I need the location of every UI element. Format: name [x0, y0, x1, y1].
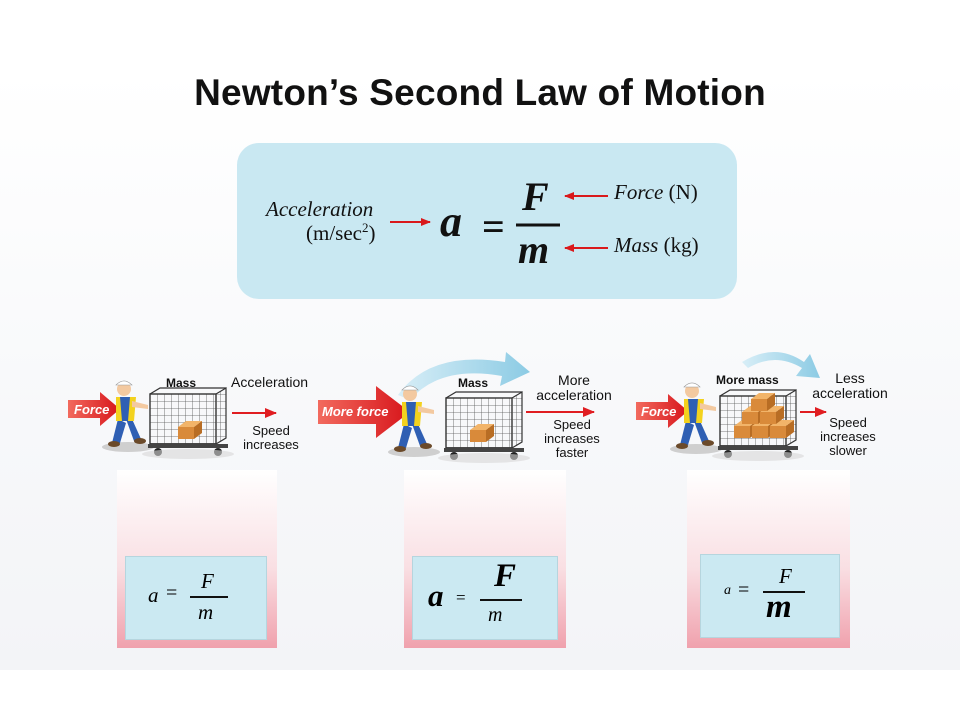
formula-equals: =: [482, 204, 505, 249]
scene-1-acceleration-label: Acceleration: [231, 374, 309, 390]
equation-2-F: F: [494, 558, 517, 594]
scene-1-force-arrow: [68, 392, 120, 426]
acceleration-label: Acceleration: [266, 197, 374, 221]
equation-3-m: m: [766, 589, 792, 625]
scene-3-curve-arrow: [742, 352, 820, 378]
equation-2-a: a: [428, 578, 444, 613]
equation-3-F: F: [779, 564, 792, 588]
scene-2-curve-arrow: [398, 352, 530, 400]
slide-title: Newton’s Second Law of Motion: [194, 72, 766, 113]
scene-2-force-arrow: [318, 386, 410, 438]
scene-1: [68, 380, 277, 460]
scene-2-mass-label: Mass: [458, 376, 489, 390]
equation-1-equals: =: [166, 582, 178, 604]
equation-3-equals: =: [738, 579, 750, 601]
equation-3-a: a: [724, 583, 731, 598]
formula-a: a: [440, 197, 462, 246]
equation-box-1: [125, 556, 267, 640]
equation-1-a: a: [148, 583, 159, 607]
formula-F: F: [522, 174, 549, 219]
scene-3-force-label: Force: [641, 404, 677, 419]
equation-2-m: m: [488, 604, 503, 626]
scene-3: [636, 352, 827, 462]
scene-3-force-arrow: [636, 394, 688, 428]
equation-1-fraction-bar: [190, 596, 228, 598]
force-label: Force (N): [614, 180, 698, 204]
scene-1-mass-label: Mass: [166, 376, 197, 390]
equation-box-3: [700, 554, 840, 638]
equation-2-equals: =: [456, 588, 466, 607]
equation-1-m: m: [198, 600, 214, 624]
scene-2-force-label: More force: [322, 404, 389, 419]
formula-m: m: [518, 227, 550, 272]
equation-box-2: [412, 556, 558, 640]
formula-box: [237, 143, 737, 299]
equation-2-fraction-bar: [480, 599, 522, 601]
scene-1-force-label: Force: [74, 402, 110, 417]
equation-1-F: F: [201, 569, 214, 593]
acceleration-unit: (m/sec2): [306, 220, 376, 245]
scene-3-mass-label: More mass: [716, 373, 779, 387]
scene-2: [318, 352, 595, 464]
mass-label: Mass (kg): [614, 233, 699, 257]
equation-3-fraction-bar: [763, 591, 805, 593]
